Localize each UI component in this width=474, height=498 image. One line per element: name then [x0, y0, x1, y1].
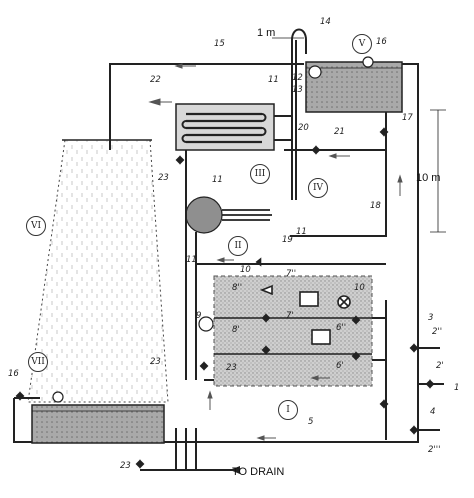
label-2-double-prime: 2'' [432, 327, 443, 337]
roman-label-iv: IV [308, 178, 328, 198]
label-14: 14 [320, 17, 331, 27]
label-8-prime: 8' [232, 325, 240, 335]
label-11-lower: 11 [186, 255, 197, 265]
label-8-double-prime: 8'' [232, 283, 243, 293]
compressor [185, 196, 272, 234]
label-11-right: 11 [296, 227, 307, 237]
label-2-prime: 2' [436, 361, 444, 371]
roman-label-vii: VII [28, 352, 48, 372]
roman-label-vi: VI [26, 216, 46, 236]
label-17: 17 [402, 113, 413, 123]
label-1: 1 [454, 383, 460, 393]
label-16-right: 16 [376, 37, 387, 47]
drain-label: TO DRAIN [232, 466, 285, 478]
label-3: 3 [428, 313, 434, 323]
test-area-pipes [214, 284, 372, 355]
label-12: 12 [292, 73, 303, 83]
roman-label-ii: II [228, 236, 248, 256]
label-7-prime: 7' [286, 311, 294, 321]
label-19: 19 [282, 235, 293, 245]
dimension-lines [272, 37, 446, 233]
label-2-triple-prime: 2''' [428, 445, 441, 455]
label-16-left: 16 [8, 369, 19, 379]
label-22: 22 [150, 75, 161, 85]
label-7-double-prime: 7'' [286, 269, 297, 279]
label-23-mid: 23 [150, 357, 161, 367]
label-10-top: 10 [240, 265, 251, 275]
pumps [52, 56, 374, 403]
roman-label-i: I [278, 400, 298, 420]
label-11-middle: 11 [212, 175, 223, 185]
gauge [198, 316, 214, 332]
label-6-double-prime: 6'' [336, 323, 347, 333]
label-21: 21 [334, 127, 345, 137]
label-23-left: 23 [158, 173, 169, 183]
label-13: 13 [292, 85, 303, 95]
flow-arrows [148, 63, 403, 441]
drain-arrow [230, 466, 240, 474]
roman-label-iii: III [250, 164, 270, 184]
valves [15, 127, 435, 469]
upper-tank [305, 61, 403, 113]
test-area [213, 275, 373, 387]
label-23-bottom: 23 [120, 461, 131, 471]
roman-label-v: V [352, 34, 372, 54]
label-23-right: 23 [226, 363, 237, 373]
label-18: 18 [370, 201, 381, 211]
label-5: 5 [308, 417, 314, 427]
label-10-right: 10 [354, 283, 365, 293]
label-20: 20 [298, 123, 309, 133]
dimension-10m: 10 m [416, 172, 441, 184]
label-4: 4 [430, 407, 436, 417]
label-15: 15 [214, 39, 225, 49]
cooling-tower [27, 139, 169, 403]
condenser [175, 103, 275, 151]
label-9: 9 [196, 311, 202, 321]
basin [31, 404, 165, 444]
label-11-top: 11 [268, 75, 279, 85]
dimension-1m: 1 m [257, 27, 276, 39]
label-6-prime: 6' [336, 361, 344, 371]
